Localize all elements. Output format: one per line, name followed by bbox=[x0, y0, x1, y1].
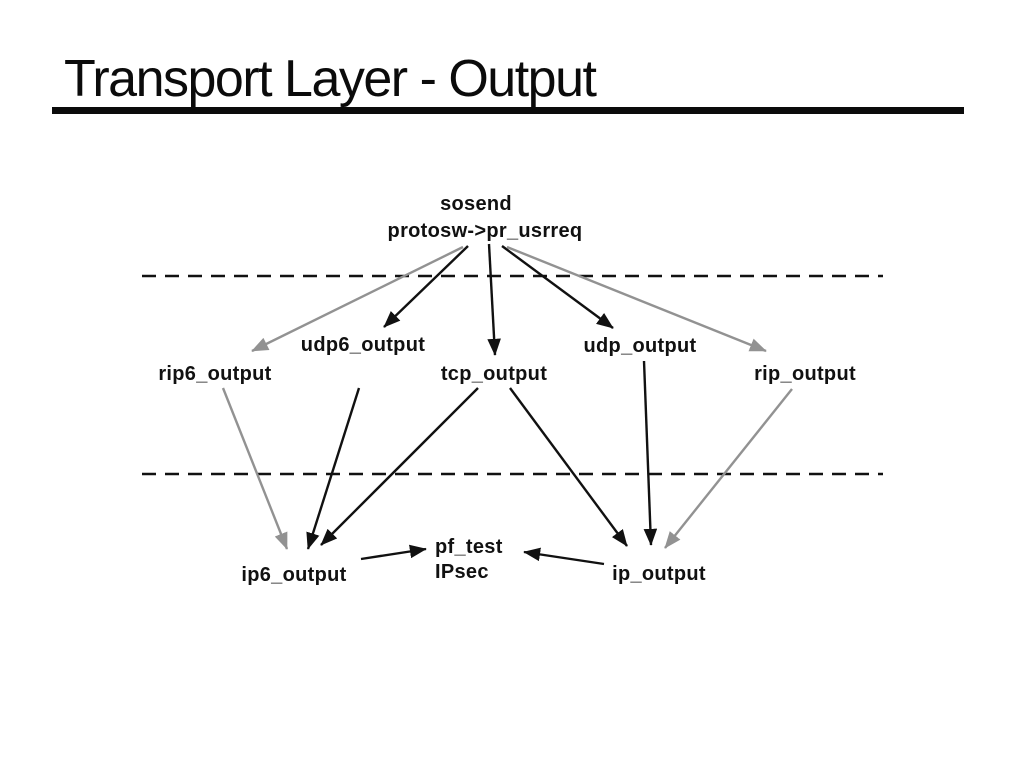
node-pf-test: pf_test bbox=[435, 536, 503, 558]
edge-udp-output-to-ip-output bbox=[642, 360, 658, 546]
node-protosw-pr-usrreq: protosw->pr_usrreq bbox=[388, 220, 583, 242]
edge-protosw-pr-usrreq-to-udp6-output bbox=[383, 245, 469, 328]
edge-protosw-pr-usrreq-to-udp-output bbox=[501, 245, 614, 329]
edge-protosw-pr-usrreq-to-tcp-output bbox=[487, 243, 501, 356]
edge-protosw-pr-usrreq-to-rip6-output bbox=[251, 245, 464, 353]
node-ip6-output: ip6_output bbox=[241, 564, 346, 586]
node-tcp-output: tcp_output bbox=[441, 363, 547, 385]
node-sosend: sosend bbox=[440, 193, 512, 215]
node-ip-output: ip_output bbox=[612, 563, 706, 585]
node-udp6-output: udp6_output bbox=[301, 334, 425, 356]
node-ipsec: IPsec bbox=[435, 561, 489, 583]
edge-ip6-output-to-pf-test bbox=[360, 544, 427, 561]
edge-rip-output-to-ip-output bbox=[664, 388, 793, 549]
edge-rip6-output-to-ip6-output bbox=[221, 387, 289, 550]
node-rip-output: rip_output bbox=[754, 363, 856, 385]
edge-tcp-output-to-ip6-output bbox=[320, 387, 479, 546]
edge-ip-output-to-pf-test bbox=[523, 547, 605, 566]
slide-title: Transport Layer - Output bbox=[64, 50, 597, 108]
edge-udp6-output-to-ip6-output bbox=[306, 387, 361, 550]
edge-protosw-pr-usrreq-to-rip-output bbox=[506, 245, 767, 353]
edge-tcp-output-to-ip-output bbox=[509, 387, 628, 547]
node-rip6-output: rip6_output bbox=[158, 363, 271, 385]
title-underline bbox=[52, 107, 964, 114]
node-udp-output: udp_output bbox=[584, 335, 697, 357]
